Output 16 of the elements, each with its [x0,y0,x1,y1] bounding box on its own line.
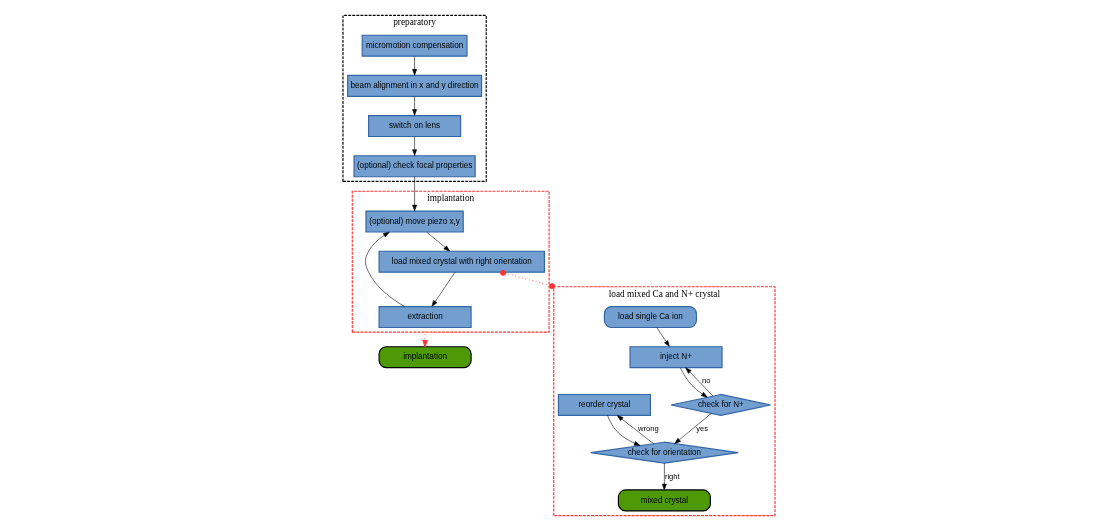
arrow [422,327,428,349]
arrow [617,415,654,444]
arrow [412,176,417,212]
arrow [412,96,417,116]
arrow [674,413,712,444]
arrow [680,367,708,398]
arrow [365,231,405,307]
arrow [426,231,450,252]
arrow [431,271,456,307]
arrow [662,463,667,491]
arrow [685,367,714,397]
arrow [607,415,641,446]
connector [500,269,555,289]
arrow [656,327,670,347]
arrow [412,56,417,76]
arrow [412,136,417,156]
